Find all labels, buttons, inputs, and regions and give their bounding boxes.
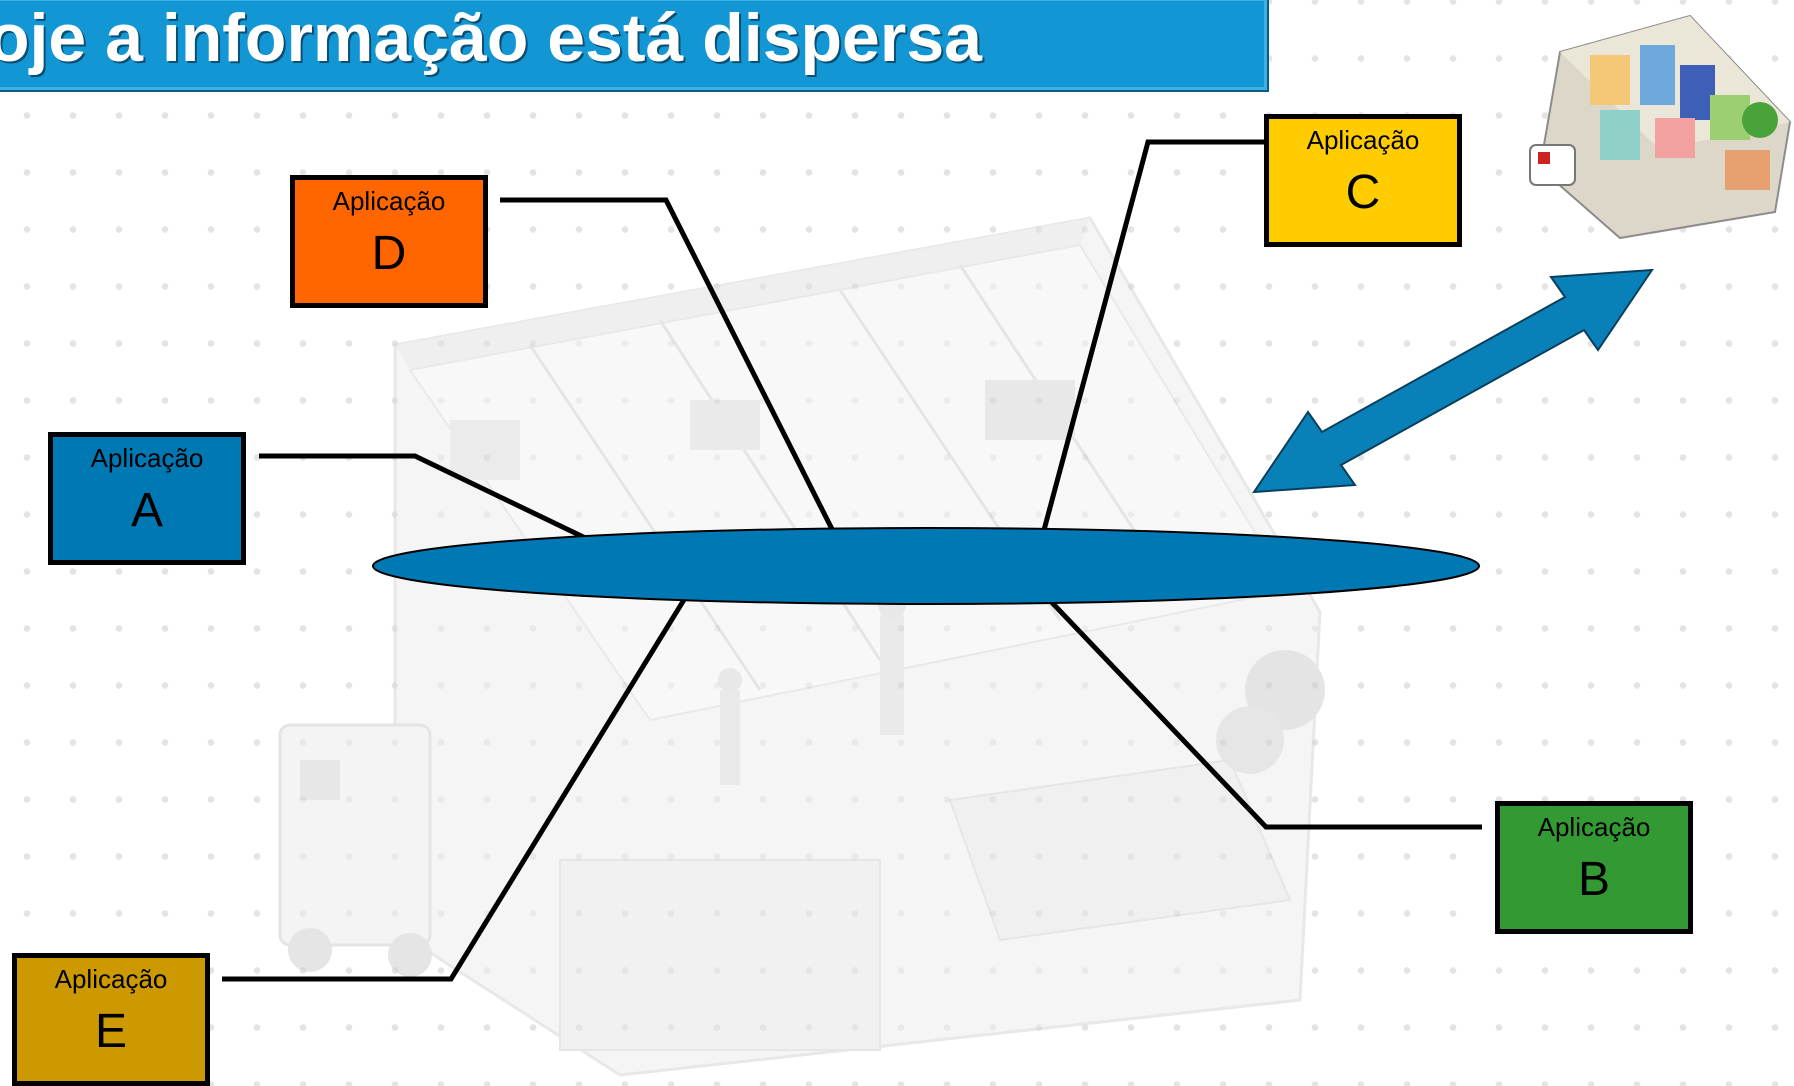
connector-line-d [500,197,843,547]
title-bar: oje a informação está dispersa [0,0,1269,92]
app-label: Aplicação [1306,125,1420,155]
connector-line-e [222,588,693,982]
page-title: oje a informação está dispersa [0,0,982,76]
connector-line-b [1038,588,1482,830]
app-box-c: Aplicação C [1264,114,1462,247]
app-label: Aplicação [1537,812,1651,842]
double-headed-arrow [1252,268,1654,494]
app-box-a: Aplicação A [48,432,246,565]
app-letter: A [130,484,163,538]
app-label: Aplicação [54,964,168,994]
hospital-thumbnail-icon [1529,14,1792,240]
app-letter: C [1345,166,1381,220]
app-box-d: Aplicação D [290,175,488,308]
app-letter: D [371,227,407,281]
app-box-e: Aplicação E [12,953,210,1086]
information-bus [372,527,1480,605]
connector-line-a [259,453,602,548]
app-letter: E [94,1005,127,1059]
hospital-building-icon [278,216,1325,1077]
app-label: Aplicação [332,186,446,216]
app-box-b: Aplicação B [1495,801,1693,934]
app-label: Aplicação [90,443,204,473]
connector-line-c [1037,139,1264,546]
app-letter: B [1577,853,1610,907]
